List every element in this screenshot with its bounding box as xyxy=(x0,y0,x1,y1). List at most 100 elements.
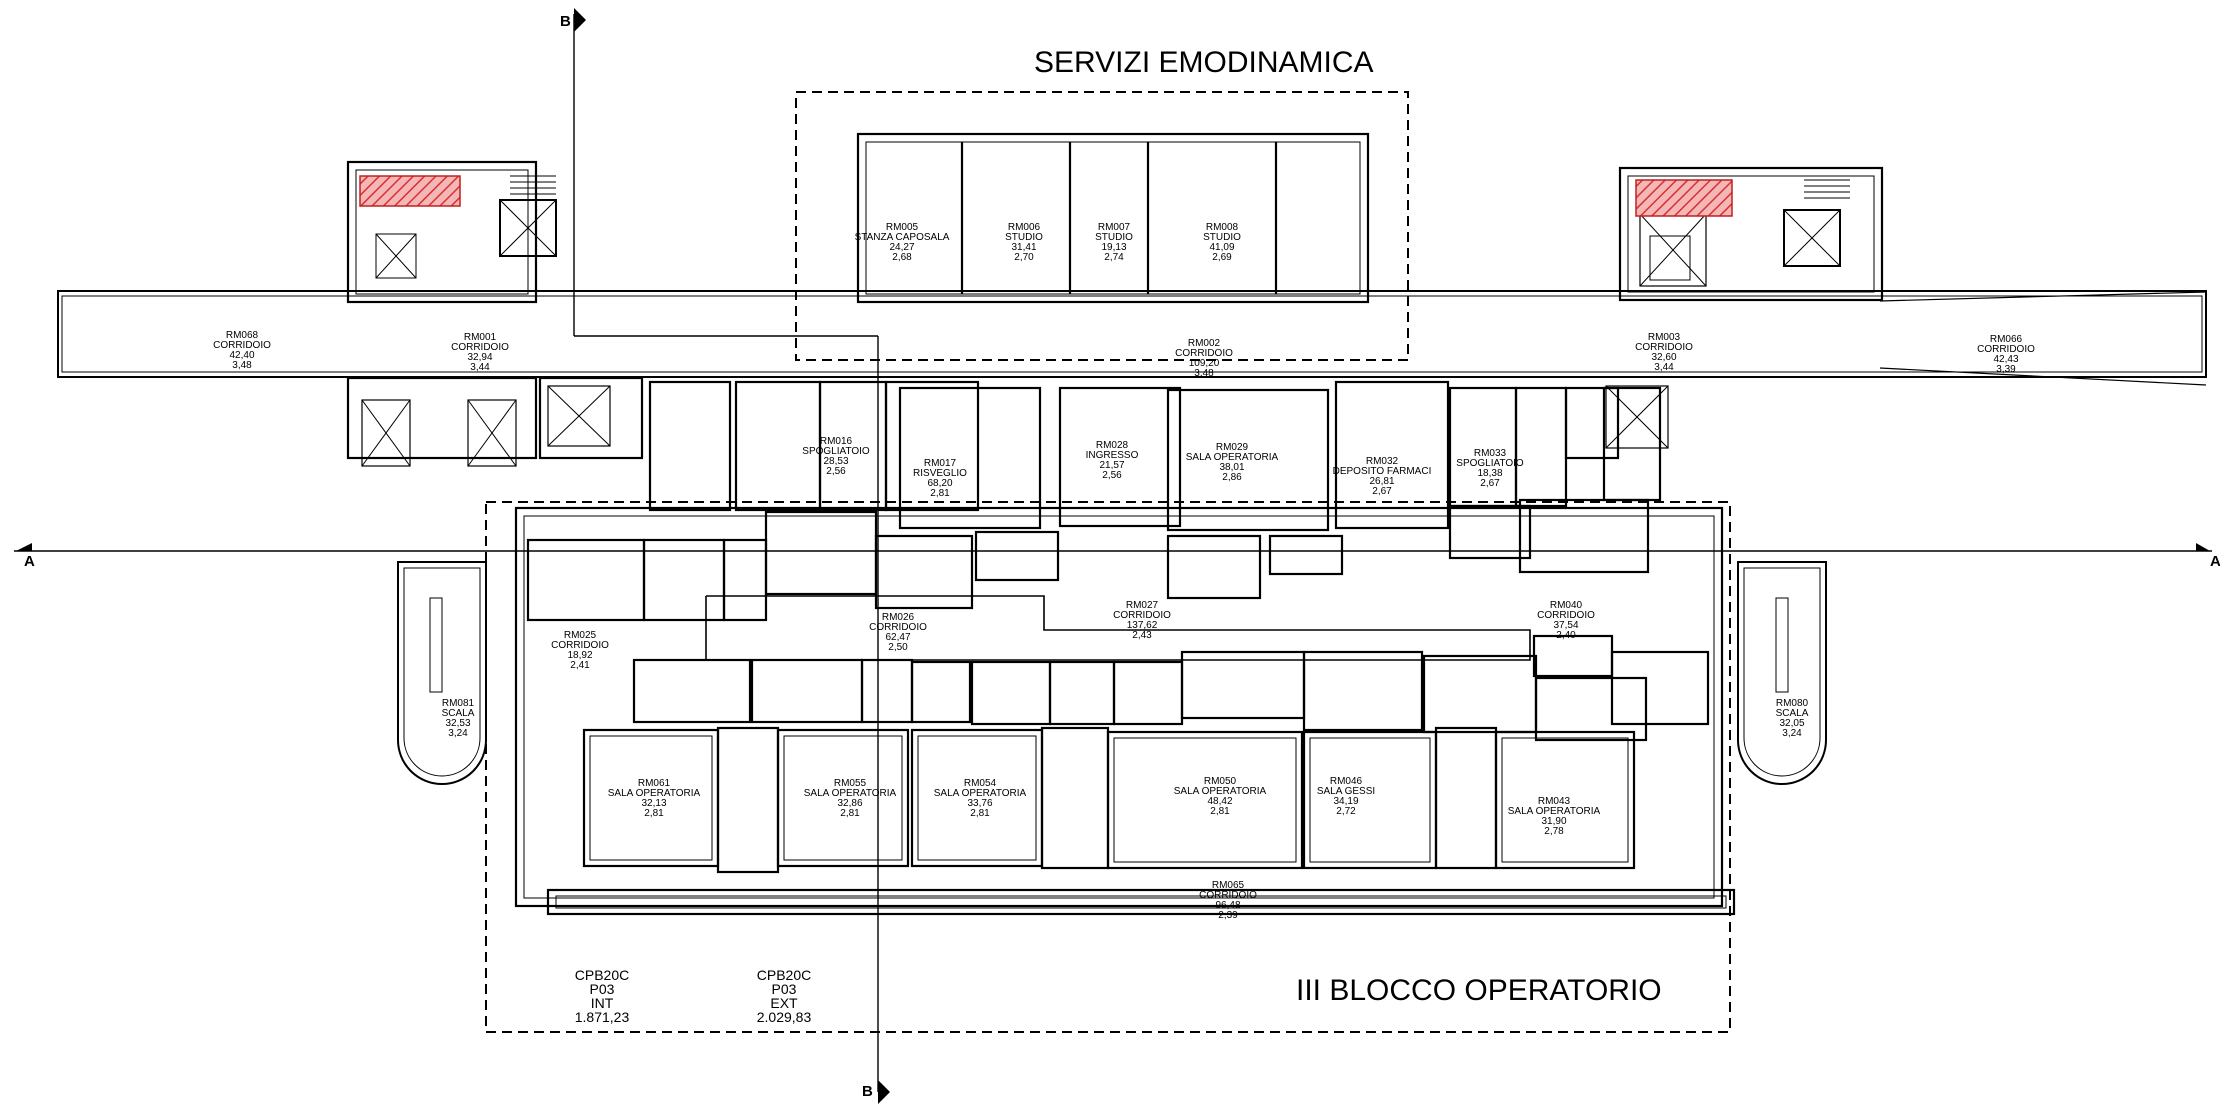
section-label-a-right: A xyxy=(2210,553,2220,570)
room-id: RM061 xyxy=(638,778,671,789)
room-area: 41,09 xyxy=(1209,242,1234,253)
room-h: 2,81 xyxy=(840,808,860,819)
room-name: CORRIDOIO xyxy=(1113,610,1171,621)
stair-treads xyxy=(510,175,1850,199)
room-name: CORRIDOIO xyxy=(1977,344,2035,355)
room-name: STUDIO xyxy=(1203,232,1241,243)
area-line: INT xyxy=(591,995,614,1011)
stair-tower-right xyxy=(1737,561,1827,785)
room-id: RM006 xyxy=(1008,222,1041,233)
room-area: 62,47 xyxy=(885,632,910,643)
area-line: EXT xyxy=(770,995,798,1011)
hatched-shaft-left xyxy=(359,175,461,207)
room-id: RM028 xyxy=(1096,440,1129,451)
room-id: RM065 xyxy=(1212,880,1245,891)
area-block-int: CPB20C P03 INT 1.871,23 xyxy=(575,967,630,1025)
hatched-shaft-right xyxy=(1635,179,1733,217)
room-id: RM066 xyxy=(1990,334,2023,345)
room-h: 2,40 xyxy=(1556,630,1576,641)
zone-title-servizi: SERVIZI EMODINAMICA xyxy=(1034,46,1374,79)
room-area: 31,41 xyxy=(1011,242,1036,253)
room-h: 2,81 xyxy=(930,488,950,499)
room-area: 32,94 xyxy=(467,352,492,363)
room-h: 2,74 xyxy=(1104,252,1124,263)
room-area: 68,20 xyxy=(927,478,952,489)
room-id: RM081 xyxy=(442,698,475,709)
zone-boundary-blocco xyxy=(485,501,1731,1033)
section-arrow-b-top xyxy=(574,8,586,32)
area-block-ext: CPB20C P03 EXT 2.029,83 xyxy=(757,967,812,1025)
room-h: 3,48 xyxy=(232,360,252,371)
room-area: 32,13 xyxy=(641,798,666,809)
room-name: INGRESSO xyxy=(1086,450,1139,461)
room-id: RM016 xyxy=(820,436,853,447)
room-h: 2,81 xyxy=(1210,806,1230,817)
room-area: 24,27 xyxy=(889,242,914,253)
room-id: RM001 xyxy=(464,332,497,343)
room-area: 32,05 xyxy=(1779,718,1804,729)
room-h: 2,56 xyxy=(1102,470,1122,481)
section-label-a-left: A xyxy=(24,553,35,570)
room-area: 38,01 xyxy=(1219,462,1244,473)
room-h: 2,69 xyxy=(1212,252,1232,263)
room-h: 2,67 xyxy=(1372,486,1392,497)
room-id: RM005 xyxy=(886,222,919,233)
room-id: RM017 xyxy=(924,458,957,469)
room-name: CORRIDOIO xyxy=(1537,610,1595,621)
room-id: RM050 xyxy=(1204,776,1237,787)
room-name: RISVEGLIO xyxy=(913,468,967,479)
room-name: CORRIDOIO xyxy=(1175,348,1233,359)
room-name: CORRIDOIO xyxy=(1635,342,1693,353)
room-area: 18,38 xyxy=(1477,468,1502,479)
room-h: 2,67 xyxy=(1480,478,1500,489)
zone-boundary-servizi xyxy=(795,91,1409,361)
lift-crosses xyxy=(361,199,1841,467)
room-h: 2,43 xyxy=(1132,630,1152,641)
room-h: 2,81 xyxy=(970,808,990,819)
room-name: SALA OPERATORIA xyxy=(1174,786,1267,797)
room-id: RM043 xyxy=(1538,796,1571,807)
room-h: 3,39 xyxy=(1996,364,2016,375)
room-area: 109,20 xyxy=(1189,358,1220,369)
room-name: SALA GESSI xyxy=(1317,786,1375,797)
area-line: 2.029,83 xyxy=(757,1009,812,1025)
room-name: CORRIDOIO xyxy=(1199,890,1257,901)
room-h: 3,24 xyxy=(1782,728,1802,739)
room-id: RM025 xyxy=(564,630,597,641)
room-h: 3,24 xyxy=(448,728,468,739)
stair-tower-left xyxy=(397,561,487,785)
section-label-b-top: B xyxy=(560,13,571,30)
room-area: 32,86 xyxy=(837,798,862,809)
room-id: RM046 xyxy=(1330,776,1363,787)
room-id: RM080 xyxy=(1776,698,1809,709)
room-area: 34,19 xyxy=(1333,796,1358,807)
zone-title-blocco: III BLOCCO OPERATORIO xyxy=(1296,974,1662,1007)
room-h: 2,86 xyxy=(1222,472,1242,483)
room-id: RM033 xyxy=(1474,448,1507,459)
room-area: 31,90 xyxy=(1541,816,1566,827)
room-area: 32,60 xyxy=(1651,352,1676,363)
room-h: 2,70 xyxy=(1014,252,1034,263)
room-area: 137,62 xyxy=(1127,620,1158,631)
room-name: DEPOSITO FARMACI xyxy=(1333,466,1432,477)
room-id: RM068 xyxy=(226,330,259,341)
room-name: SPOGLIATOIO xyxy=(802,446,870,457)
room-name: SALA OPERATORIA xyxy=(608,788,701,799)
room-id: RM026 xyxy=(882,612,915,623)
room-h: 2,50 xyxy=(888,642,908,653)
